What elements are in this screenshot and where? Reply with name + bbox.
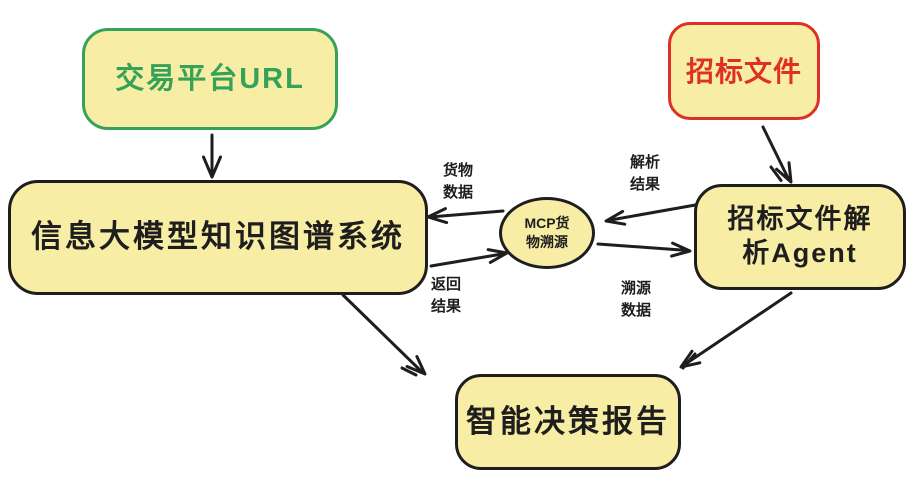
node-mcp-goods-trace-label: MCP货物溯源	[524, 215, 570, 250]
edge-label-parse-result: 解析结果	[629, 154, 660, 193]
node-decision-report-label: 智能决策报告	[466, 403, 670, 439]
edge-label-trace-data: 溯源数据	[620, 280, 651, 319]
edge-label-goods-data: 货物数据	[442, 162, 473, 201]
node-bidding-document: 招标文件	[668, 22, 820, 120]
node-decision-report: 智能决策报告	[455, 374, 681, 470]
node-trading-platform-url-label: 交易平台URL	[115, 62, 305, 95]
arrow-url-to-kg	[202, 133, 222, 179]
node-mcp-goods-trace: MCP货物溯源	[499, 197, 595, 269]
node-bidding-document-label: 招标文件	[685, 55, 802, 87]
arrow-agent-to-mcp	[604, 202, 703, 226]
arrow-mcp-to-kg	[426, 207, 505, 225]
node-knowledge-graph-system: 信息大模型知识图谱系统	[8, 180, 428, 295]
node-trading-platform-url: 交易平台URL	[82, 28, 338, 130]
edge-label-return-result: 返回结果	[430, 276, 461, 315]
node-parse-agent: 招标文件解析Agent	[694, 184, 906, 290]
arrow-bid-to-agent	[761, 125, 793, 184]
arrow-kg-to-mcp	[429, 248, 509, 268]
arrow-agent-to-report	[679, 291, 793, 370]
arrow-mcp-to-agent	[596, 241, 692, 258]
arrow-kg-to-report	[341, 293, 427, 377]
node-parse-agent-label: 招标文件解析Agent	[727, 204, 873, 268]
node-knowledge-graph-system-label: 信息大模型知识图谱系统	[31, 219, 405, 255]
